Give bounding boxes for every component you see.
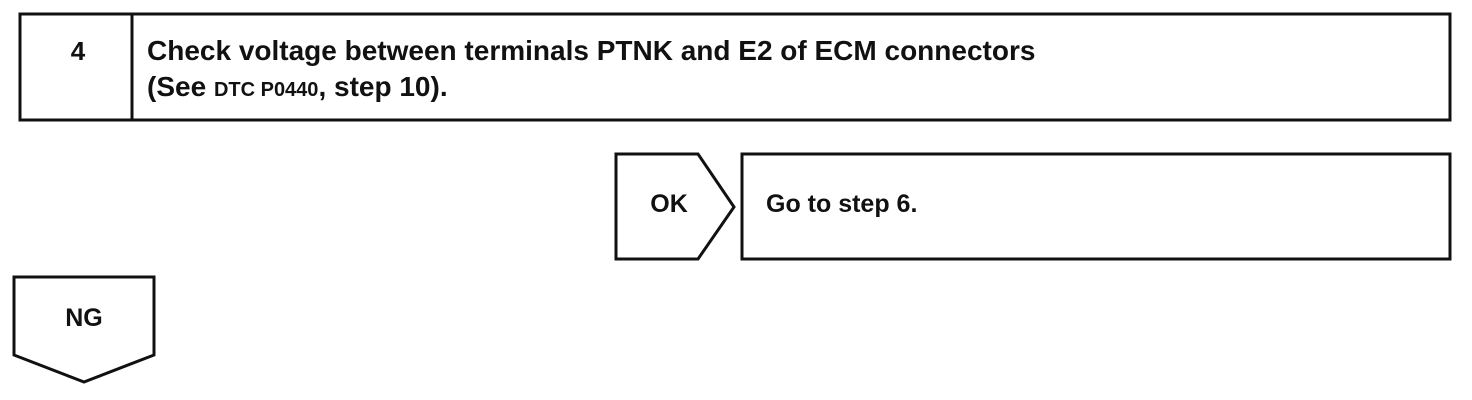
ok-label: OK xyxy=(650,190,688,218)
ok-arrow-shape xyxy=(614,152,736,261)
ok-result-box xyxy=(740,152,1452,261)
dtc-reference: DTC P0440 xyxy=(213,79,319,101)
step-instruction-line-1: Check voltage between terminals PTNK and… xyxy=(147,35,1036,66)
ng-label: NG xyxy=(65,304,103,332)
step-reference-suffix: , step 10). xyxy=(318,71,448,102)
step-box xyxy=(18,12,1452,122)
ok-result-text: Go to step 6. xyxy=(766,190,918,218)
step-instruction-line-2: (See DTC P0440, step 10). xyxy=(147,73,448,101)
step-reference-prefix: (See xyxy=(147,71,214,102)
step-number: 4 xyxy=(70,36,86,66)
ng-arrow-shape xyxy=(12,275,156,384)
